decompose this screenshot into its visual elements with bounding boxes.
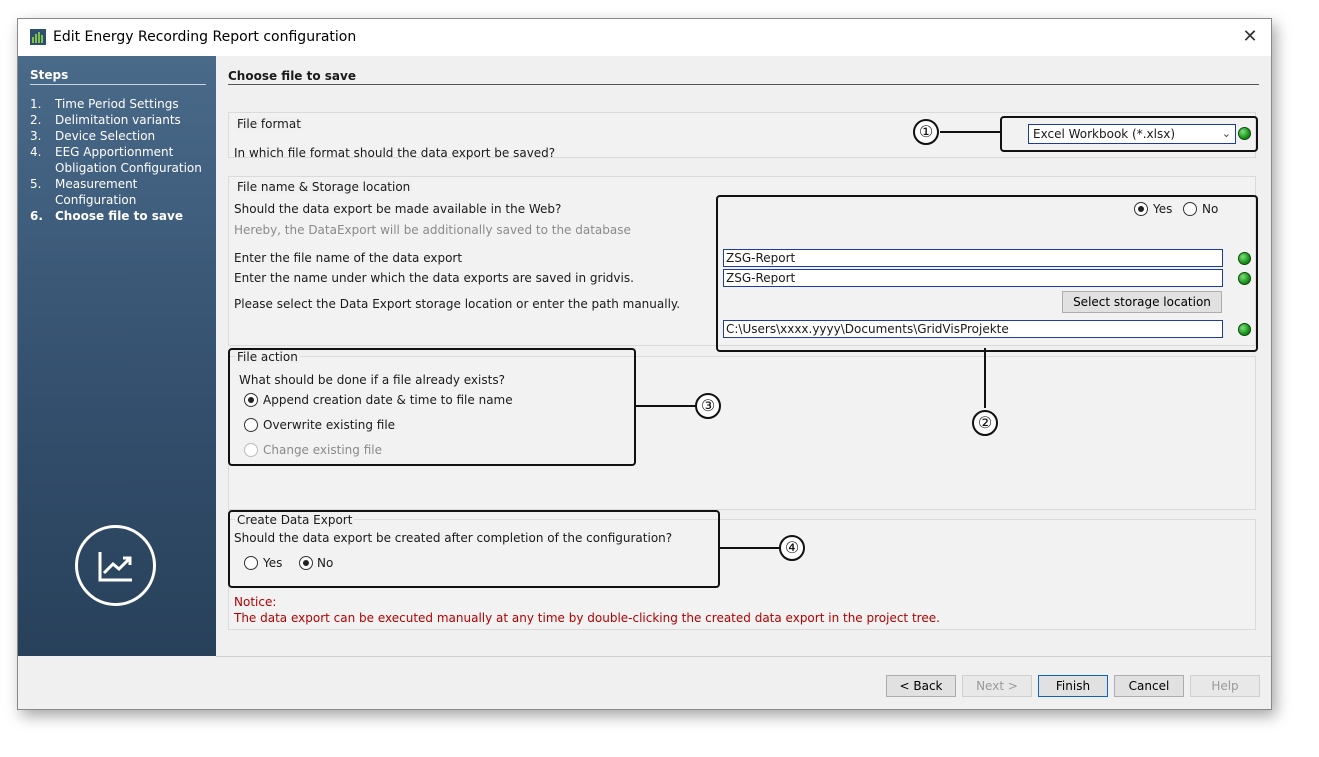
file-action-group xyxy=(228,356,1256,510)
callout-box-1 xyxy=(1000,116,1258,152)
storage-path-input[interactable]: C:\Users\xxxx.yyyy\Documents\GridVisProj… xyxy=(723,320,1223,338)
steps-divider xyxy=(30,84,206,85)
location-label: Please select the Data Export storage lo… xyxy=(234,297,681,311)
next-button: Next > xyxy=(962,675,1032,697)
close-icon[interactable]: ✕ xyxy=(1242,26,1258,47)
overwrite-label: Overwrite existing file xyxy=(263,418,396,432)
gridvis-label: Enter the name under which the data expo… xyxy=(234,271,634,285)
title-bar: Edit Energy Recording Report configurati… xyxy=(18,19,1271,56)
status-led-icon xyxy=(1238,272,1251,285)
status-led-icon xyxy=(1238,127,1251,140)
step-label: Measurement Configuration xyxy=(55,177,138,207)
notice-title: Notice: xyxy=(234,595,277,609)
change-existing-radio xyxy=(244,443,258,457)
step-label: Device Selection xyxy=(55,129,156,143)
window-title: Edit Energy Recording Report configurati… xyxy=(53,29,357,45)
file-action-question: What should be done if a file already ex… xyxy=(239,373,505,387)
create-export-group xyxy=(228,519,1256,630)
file-format-legend: File format xyxy=(235,117,303,131)
callout-number-4: ④ xyxy=(779,535,805,561)
web-yes-label: Yes xyxy=(1153,202,1173,216)
file-format-select[interactable]: Excel Workbook (*.xlsx) ⌄ xyxy=(1028,124,1236,144)
notice-text: The data export can be executed manually… xyxy=(234,611,940,625)
footer-divider xyxy=(216,656,1271,657)
storage-legend: File name & Storage location xyxy=(235,180,413,194)
step-number: 1. xyxy=(30,97,42,111)
callout-box-2 xyxy=(716,195,1258,352)
file-action-legend: File action xyxy=(235,350,300,364)
filename-input[interactable]: ZSG-Report xyxy=(723,249,1223,267)
filename-label: Enter the file name of the data export xyxy=(234,251,463,265)
append-date-radio[interactable] xyxy=(244,393,258,407)
create-export-no-label: No xyxy=(317,556,334,570)
main-content: Choose file to save File format In which… xyxy=(216,56,1271,656)
callout-leader-2 xyxy=(984,348,986,408)
step-number: 6. xyxy=(30,209,43,223)
step-number: 3. xyxy=(30,129,42,143)
callout-leader-1 xyxy=(940,131,1002,133)
chart-trend-logo-icon xyxy=(75,525,156,606)
steps-sidebar: Steps 1. Time Period Settings 2. Delimit… xyxy=(18,56,216,656)
callout-box-3 xyxy=(228,348,636,466)
web-yes-radio[interactable] xyxy=(1134,202,1148,216)
select-storage-location-button[interactable]: Select storage location xyxy=(1062,291,1222,313)
create-export-no-radio[interactable] xyxy=(299,556,313,570)
file-format-selected: Excel Workbook (*.xlsx) xyxy=(1033,127,1176,141)
step-label: Time Period Settings xyxy=(55,97,179,111)
callout-number-3: ③ xyxy=(695,393,721,419)
app-icon xyxy=(30,29,46,45)
step-label: Choose file to save xyxy=(55,209,183,223)
append-date-label: Append creation date & time to file name xyxy=(263,393,513,407)
create-export-yes-radio[interactable] xyxy=(244,556,258,570)
steps-title: Steps xyxy=(30,68,69,82)
finish-button[interactable]: Finish xyxy=(1038,675,1108,697)
section-title: Choose file to save xyxy=(228,69,356,83)
step-number: 5. xyxy=(30,177,42,191)
chevron-down-icon: ⌄ xyxy=(1221,127,1231,140)
step-label: Delimitation variants xyxy=(55,113,181,127)
create-export-question: Should the data export be created after … xyxy=(234,531,673,545)
callout-number-2: ② xyxy=(972,410,998,436)
callout-number-1: ① xyxy=(913,119,939,145)
callout-leader-3 xyxy=(634,405,696,407)
web-question: Should the data export be made available… xyxy=(234,202,562,216)
help-button: Help xyxy=(1190,675,1260,697)
create-export-yes-label: Yes xyxy=(263,556,283,570)
back-button[interactable]: < Back xyxy=(886,675,956,697)
status-led-icon xyxy=(1238,323,1251,336)
callout-leader-4 xyxy=(718,547,780,549)
overwrite-radio[interactable] xyxy=(244,418,258,432)
create-export-legend: Create Data Export xyxy=(235,513,355,527)
dialog-window: Edit Energy Recording Report configurati… xyxy=(17,18,1272,710)
web-no-label: No xyxy=(1202,202,1219,216)
web-hint: Hereby, the DataExport will be additiona… xyxy=(234,223,631,237)
gridvis-name-input[interactable]: ZSG-Report xyxy=(723,269,1223,287)
change-existing-label: Change existing file xyxy=(263,443,382,457)
web-no-radio[interactable] xyxy=(1183,202,1197,216)
status-led-icon xyxy=(1238,252,1251,265)
cancel-button[interactable]: Cancel xyxy=(1114,675,1184,697)
callout-box-4 xyxy=(228,510,720,588)
step-number: 2. xyxy=(30,113,42,127)
step-number: 4. xyxy=(30,145,42,159)
file-format-question: In which file format should the data exp… xyxy=(234,146,556,160)
section-divider xyxy=(228,84,1259,85)
step-label: EEG Apportionment Obligation Configurati… xyxy=(55,145,202,175)
